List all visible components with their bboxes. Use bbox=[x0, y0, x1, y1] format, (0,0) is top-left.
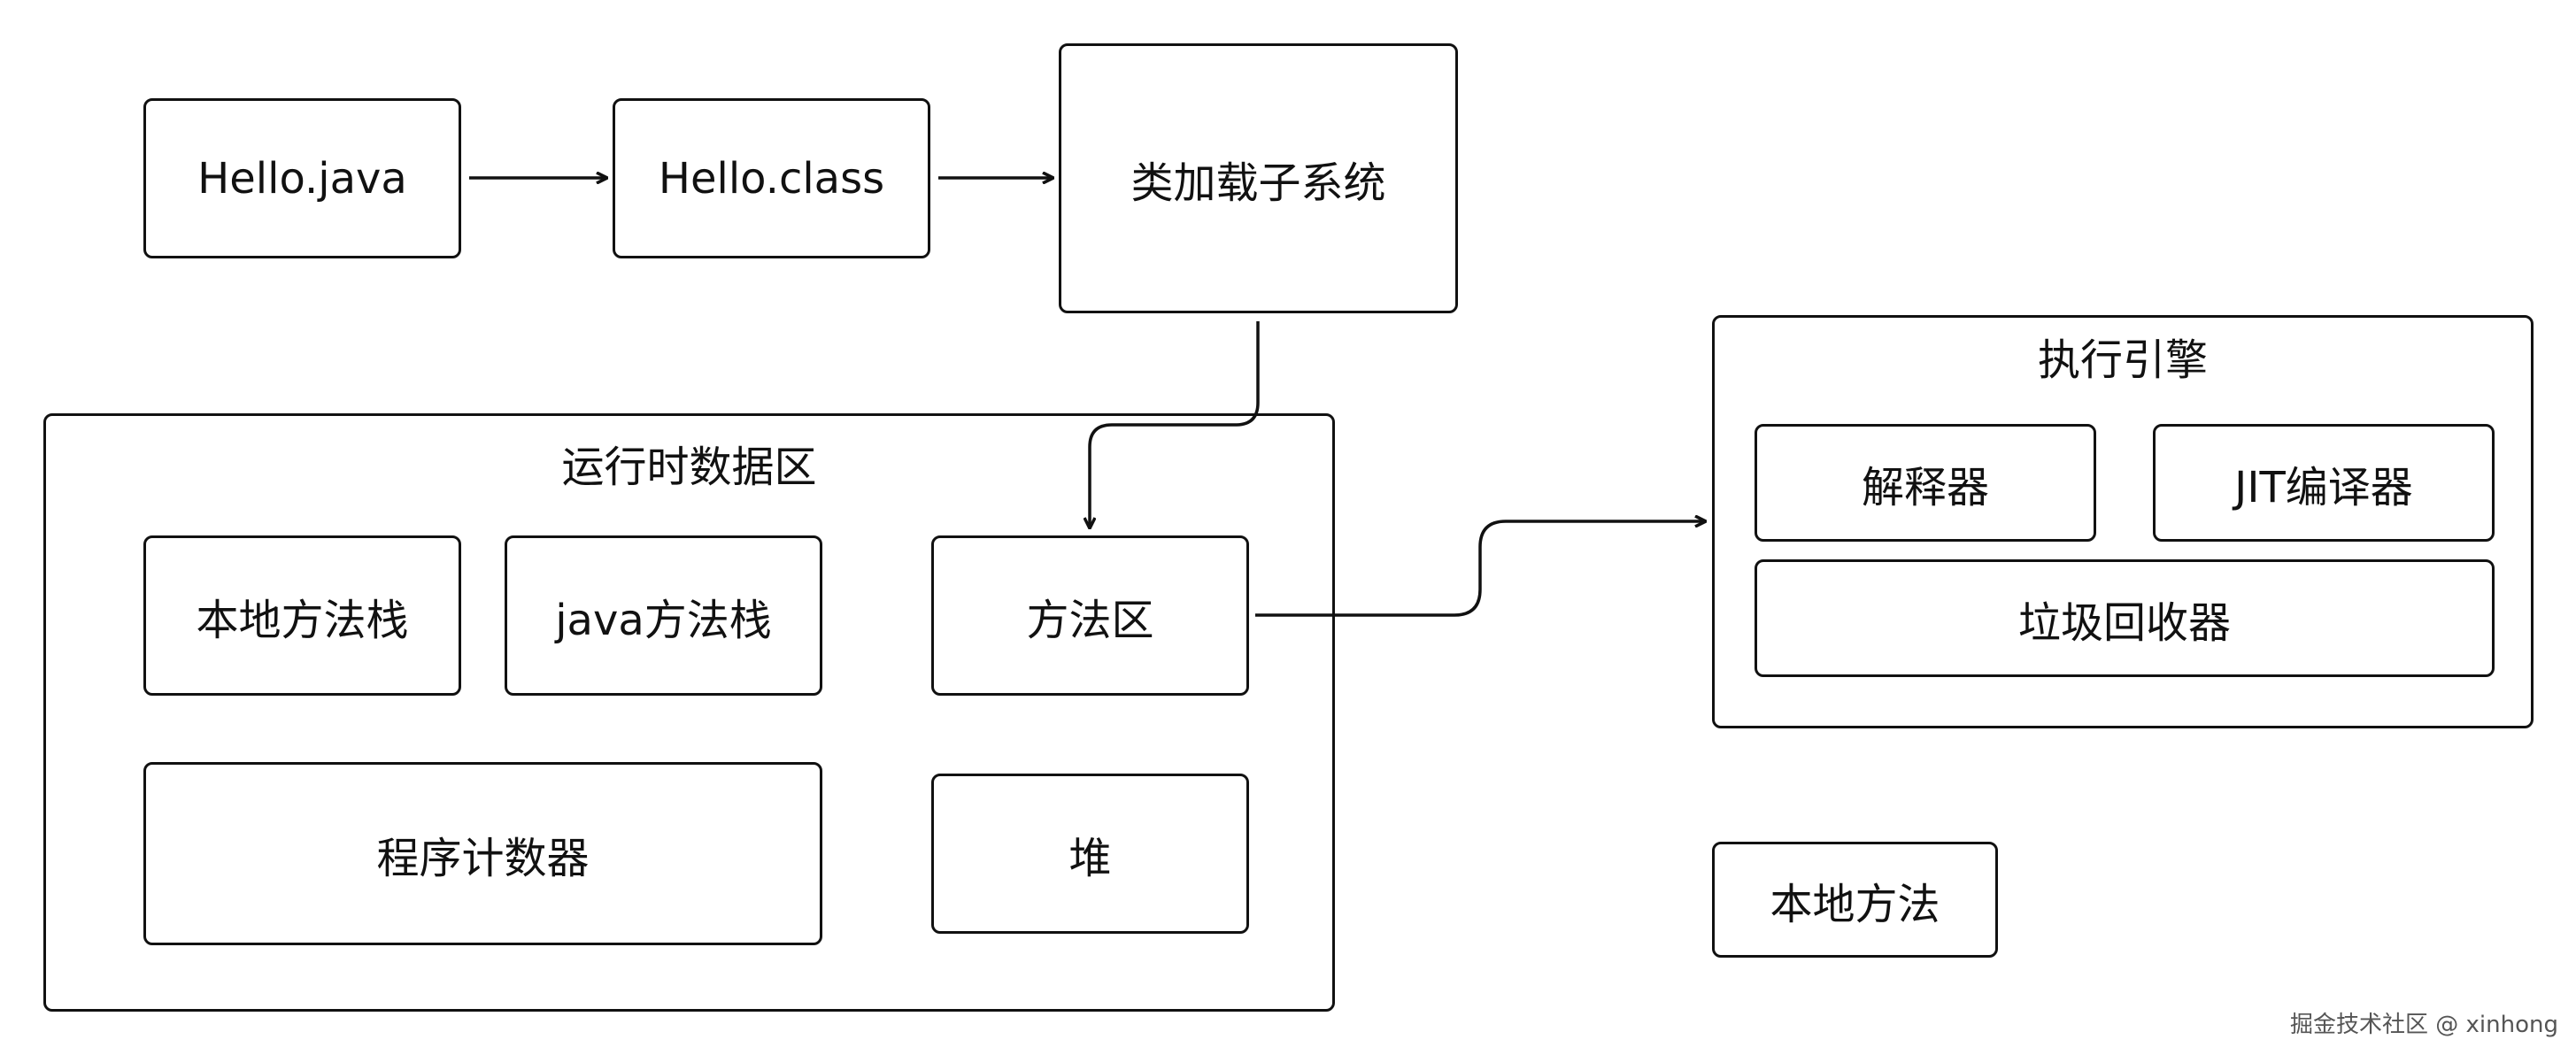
method-area-node: 方法区 bbox=[931, 535, 1249, 696]
native-method-stack-node: 本地方法栈 bbox=[143, 535, 461, 696]
program-counter-node: 程序计数器 bbox=[143, 762, 822, 945]
class-loader-node: 类加载子系统 bbox=[1059, 43, 1458, 313]
garbage-collector-node: 垃圾回收器 bbox=[1755, 559, 2495, 677]
runtime-data-area-title: 运行时数据区 bbox=[561, 443, 817, 492]
java-method-stack-node: java方法栈 bbox=[505, 535, 822, 696]
interpreter-node: 解释器 bbox=[1755, 424, 2096, 542]
watermark: 掘金技术社区 @ xinhong bbox=[2290, 1012, 2558, 1038]
jit-compiler-node: JIT编译器 bbox=[2153, 424, 2495, 542]
native-method-node: 本地方法 bbox=[1712, 842, 1998, 958]
edge-method-area-to-execution-engine bbox=[1255, 521, 1705, 617]
execution-engine-title: 执行引擎 bbox=[2037, 335, 2208, 385]
hello-java-node: Hello.java bbox=[143, 98, 461, 258]
edge-class-loader-to-method-area bbox=[1090, 321, 1260, 528]
hello-class-node: Hello.class bbox=[613, 98, 930, 258]
heap-node: 堆 bbox=[931, 774, 1249, 934]
